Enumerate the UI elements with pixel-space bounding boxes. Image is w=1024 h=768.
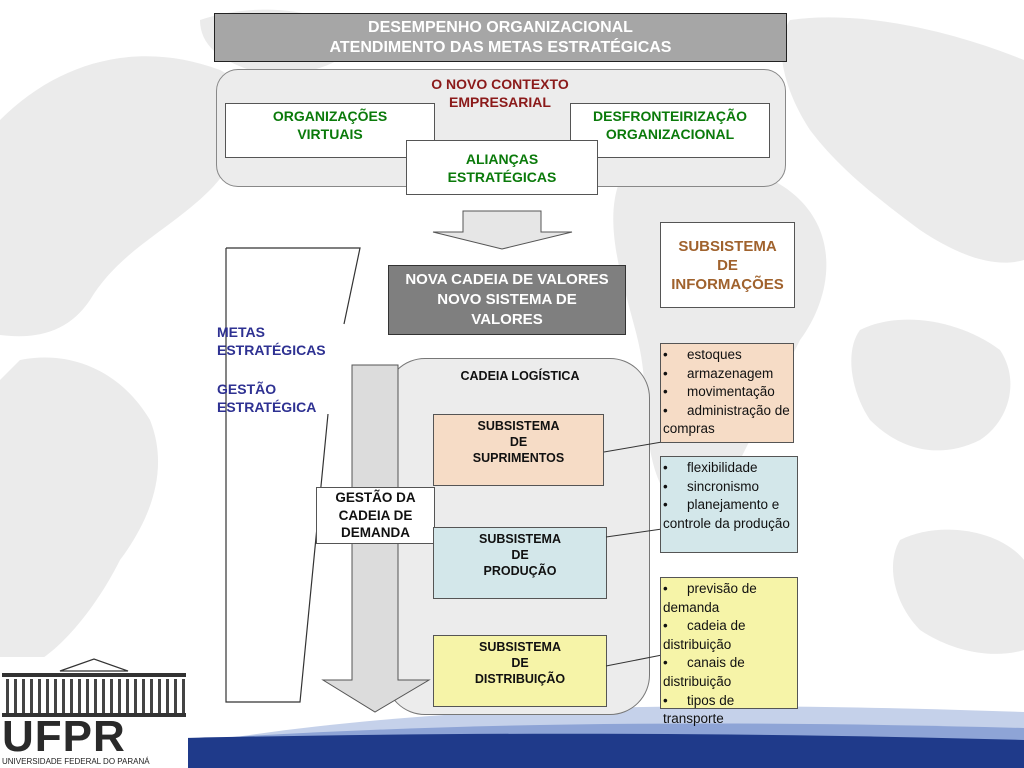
building-icon <box>2 658 186 717</box>
bullets-distribution: •previsão de demanda •cadeia de distribu… <box>660 577 798 726</box>
bullet-dot-icon: • <box>663 365 668 381</box>
bullet-item: •armazenagem <box>663 365 791 384</box>
bullet-dot-icon: • <box>663 478 668 494</box>
info-subsystem-box: SUBSISTEMA DE INFORMAÇÕES <box>660 222 795 308</box>
ufpr-logo: UFPR UNIVERSIDADE FEDERAL DO PARANÁ <box>0 657 188 768</box>
bullet-dot-icon: • <box>663 347 668 362</box>
bullet-item: •administração de compras <box>663 402 790 437</box>
bullets-production: •flexibilidade •sincronismo •planejament… <box>660 456 798 553</box>
connector-lines <box>603 441 663 667</box>
context-title: O NOVO CONTEXTO EMPRESARIAL <box>431 76 569 110</box>
bullet-dot-icon: • <box>663 384 668 400</box>
bullet-dot-icon: • <box>663 402 668 418</box>
bullet-dot-icon: • <box>663 581 668 596</box>
bullets-supplies: •estoques •armazenagem •movimentação •ad… <box>660 343 794 443</box>
subsystem-distribution-box: SUBSISTEMA DE DISTRIBUIÇÃO <box>433 635 607 707</box>
bullet-item: •tipos de transporte <box>663 692 735 727</box>
desfronteirizacao-box: DESFRONTEIRIZAÇÃO ORGANIZACIONAL <box>570 103 770 158</box>
header-line-2: ATENDIMENTO DAS METAS ESTRATÉGICAS <box>329 38 672 56</box>
bullet-item: •previsão de demanda <box>663 581 757 615</box>
down-arrow-context <box>432 210 573 250</box>
strategic-management-label: GESTÃO ESTRATÉGICA <box>217 381 317 415</box>
left-bracket-shape <box>225 247 361 703</box>
virtual-organizations-box: ORGANIZAÇÕES VIRTUAIS <box>225 103 435 158</box>
strategic-alliances-box: ALIANÇAS ESTRATÉGICAS <box>406 140 598 195</box>
bullet-item: •flexibilidade <box>663 459 795 478</box>
bullet-item: •movimentação <box>663 383 791 402</box>
bottom-waves <box>185 706 1024 768</box>
bullet-item: •canais de distribuição <box>663 655 745 689</box>
header-line-1: DESEMPENHO ORGANIZACIONAL <box>368 18 633 36</box>
bullet-dot-icon: • <box>663 497 668 513</box>
connector-supplies <box>603 441 663 453</box>
bullet-item: •cadeia de distribuição <box>663 618 746 652</box>
bullet-dot-icon: • <box>663 692 668 708</box>
bullet-item: •planejamento e controle da produção <box>663 497 790 531</box>
bullet-dot-icon: • <box>663 618 668 634</box>
connector-distribution <box>605 654 663 667</box>
strategic-goals-label: METAS ESTRATÉGICAS <box>217 324 326 358</box>
subsystem-production-box: SUBSISTEMA DE PRODUÇÃO <box>433 527 607 599</box>
bullet-item: •estoques <box>663 346 791 365</box>
bullet-dot-icon: • <box>663 460 668 475</box>
bullet-dot-icon: • <box>663 655 668 671</box>
ufpr-caption: UNIVERSIDADE FEDERAL DO PARANÁ <box>2 757 150 766</box>
ufpr-wordmark: UFPR <box>2 712 126 761</box>
value-chain-box: NOVA CADEIA DE VALORES NOVO SISTEMA DE V… <box>388 265 626 335</box>
demand-chain-box: GESTÃO DA CADEIA DE DEMANDA <box>316 487 435 544</box>
bullet-item: •sincronismo <box>663 478 795 497</box>
subsystem-supplies-box: SUBSISTEMA DE SUPRIMENTOS <box>433 414 604 486</box>
header-box: DESEMPENHO ORGANIZACIONAL ATENDIMENTO DA… <box>214 13 787 62</box>
logistics-title: CADEIA LOGÍSTICA <box>460 369 580 383</box>
connector-production <box>605 528 663 538</box>
